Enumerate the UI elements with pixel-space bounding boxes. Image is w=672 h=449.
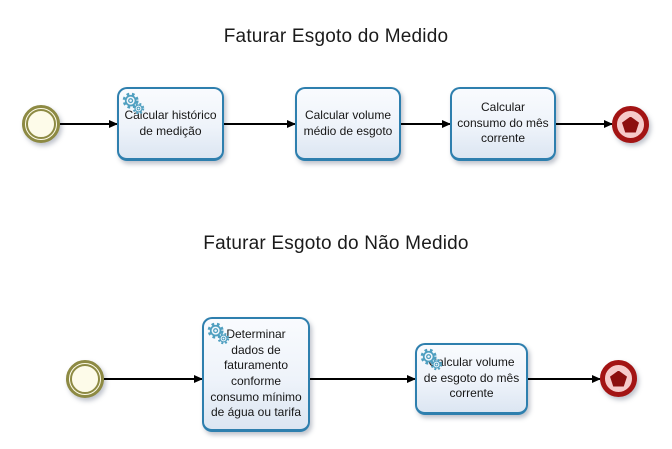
sequence-flow-connector (310, 378, 415, 380)
task-label: Calcular histórico de medição (124, 107, 217, 138)
sequence-flow-connector (556, 123, 612, 125)
sequence-flow-connector (528, 378, 600, 380)
start-event-nao-medido[interactable] (66, 360, 104, 398)
task-label: Calcular consumo do mês corrente (457, 100, 549, 146)
task-calcular-consumo-mes[interactable]: Calcular consumo do mês corrente (450, 87, 556, 161)
service-gears-icon (420, 348, 443, 371)
end-event-nao-medido[interactable] (600, 360, 637, 397)
task-label: Calcular volume de esgoto do mês corrent… (423, 355, 520, 401)
task-calcular-volume-esgoto-mes[interactable]: Calcular volume de esgoto do mês corrent… (415, 343, 528, 415)
end-event-pentagon-icon (610, 370, 627, 387)
task-label: Determinar dados de faturamento conforme… (210, 327, 302, 420)
task-determinar-dados-faturamento[interactable]: Determinar dados de faturamento conforme… (202, 317, 310, 432)
end-event-medido[interactable] (612, 106, 649, 143)
task-label: Calcular volume médio de esgoto (303, 107, 393, 138)
service-gears-icon (122, 92, 145, 115)
flow-title-medido: Faturar Esgoto do Medido (223, 26, 449, 47)
sequence-flow-connector (104, 378, 202, 380)
task-calcular-volume-medio[interactable]: Calcular volume médio de esgoto (295, 87, 401, 161)
service-gears-icon (207, 322, 230, 345)
sequence-flow-connector (224, 123, 295, 125)
sequence-flow-connector (60, 123, 117, 125)
flow-title-nao-medido: Faturar Esgoto do Não Medido (203, 233, 469, 254)
start-event-medido[interactable] (22, 105, 60, 143)
end-event-pentagon-icon (622, 116, 639, 133)
task-calcular-historico-medicao[interactable]: Calcular histórico de medição (117, 87, 224, 161)
sequence-flow-connector (401, 123, 450, 125)
